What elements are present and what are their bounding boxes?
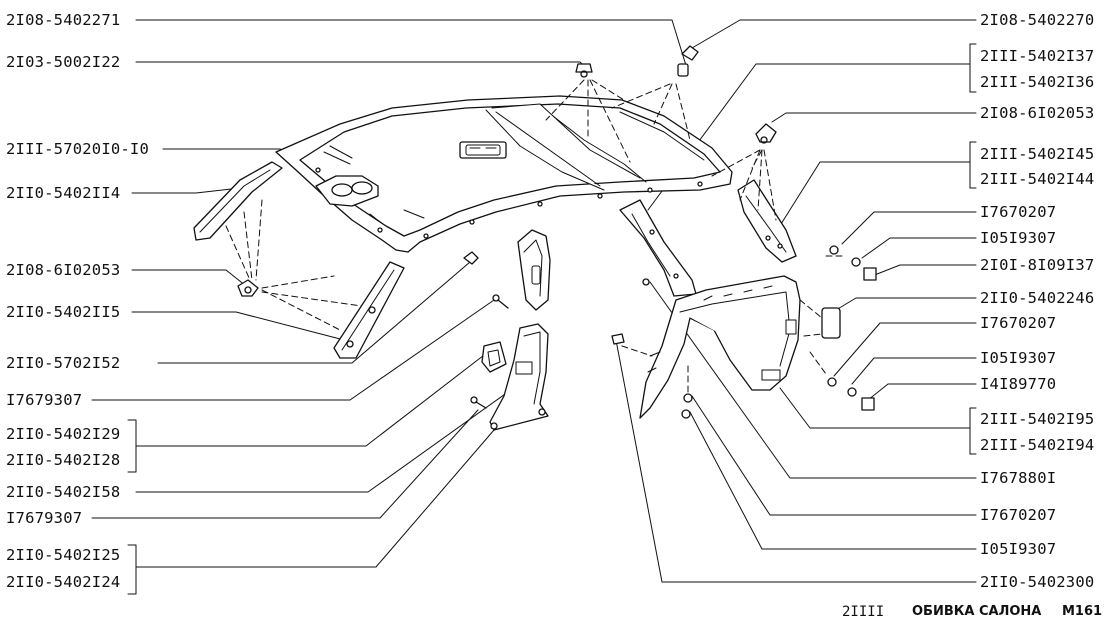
c-pillar-dashes bbox=[711, 149, 777, 221]
label-right-16: I767880I bbox=[980, 469, 1057, 487]
label-right-4: 2I08-6I02053 bbox=[980, 104, 1095, 122]
label-right-11: I7670207 bbox=[980, 314, 1057, 332]
c-pillar-trim-left bbox=[619, 199, 697, 297]
label-right-13: I4I89770 bbox=[980, 375, 1057, 393]
label-left-9: 2II0-5402I29 bbox=[6, 425, 121, 443]
right-brackets bbox=[969, 43, 977, 455]
label-right-18: I05I9307 bbox=[980, 540, 1057, 558]
label-right-17: I7670207 bbox=[980, 506, 1057, 524]
rear-dashes bbox=[621, 255, 845, 393]
footer-model: 2IIII bbox=[842, 604, 885, 620]
label-left-5: 2I08-6I02053 bbox=[6, 261, 121, 279]
label-right-5: 2III-5402I45 bbox=[980, 145, 1095, 163]
rear-quarter-panel bbox=[639, 275, 801, 419]
label-left-8: I7679307 bbox=[6, 391, 83, 409]
label-right-7: I7670207 bbox=[980, 203, 1057, 221]
label-right-8: I05I9307 bbox=[980, 229, 1057, 247]
label-left-3: 2III-57020I0-I0 bbox=[6, 140, 149, 158]
small-fasteners-right bbox=[611, 245, 877, 419]
label-left-7: 2II0-5702I52 bbox=[6, 354, 121, 372]
label-right-10: 2II0-5402246 bbox=[980, 289, 1095, 307]
b-pillar-lower-trim bbox=[489, 323, 549, 431]
label-right-6: 2III-5402I44 bbox=[980, 170, 1095, 188]
label-right-1: 2I08-5402270 bbox=[980, 11, 1095, 29]
belt-guide bbox=[481, 341, 507, 373]
side-cover bbox=[821, 307, 841, 339]
label-left-1: 2I08-5402271 bbox=[6, 11, 121, 29]
label-right-9: 2I0I-8I09I37 bbox=[980, 256, 1095, 274]
label-left-6: 2II0-5402II5 bbox=[6, 303, 121, 321]
label-left-4: 2II0-5402II4 bbox=[6, 184, 121, 202]
roof-dash-lines bbox=[545, 79, 691, 163]
leader-lines-right bbox=[615, 19, 977, 583]
small-clip-a bbox=[463, 251, 479, 265]
label-left-14: 2II0-5402I24 bbox=[6, 573, 121, 591]
b-pillar-upper-trim bbox=[517, 229, 551, 311]
roof-clips bbox=[575, 45, 699, 78]
c-pillar-clip bbox=[755, 123, 777, 144]
label-left-11: 2II0-5402I58 bbox=[6, 483, 121, 501]
label-right-14: 2III-5402I95 bbox=[980, 410, 1095, 428]
screw-b bbox=[470, 396, 487, 409]
label-left-12: I7679307 bbox=[6, 509, 83, 527]
front-pillar-trim bbox=[193, 161, 283, 241]
label-left-13: 2II0-5402I25 bbox=[6, 546, 121, 564]
label-left-2: 2I03-5002I22 bbox=[6, 53, 121, 71]
roof-headliner bbox=[275, 95, 733, 253]
front-pillar-dashes bbox=[225, 199, 377, 331]
footer-title: ОБИВКА САЛОНА bbox=[912, 604, 1042, 619]
label-right-12: I05I9307 bbox=[980, 349, 1057, 367]
left-brackets bbox=[127, 419, 137, 595]
label-right-19: 2II0-5402300 bbox=[980, 573, 1095, 591]
footer-code: М161 bbox=[1062, 604, 1103, 619]
a-pillar-lower-trim bbox=[333, 261, 405, 359]
clip-left bbox=[237, 279, 259, 297]
label-right-2: 2III-5402I37 bbox=[980, 47, 1095, 65]
c-pillar-trim-right bbox=[737, 179, 797, 263]
label-left-10: 2II0-5402I28 bbox=[6, 451, 121, 469]
label-right-3: 2III-5402I36 bbox=[980, 73, 1095, 91]
screw-a bbox=[492, 294, 509, 309]
label-right-15: 2III-5402I94 bbox=[980, 436, 1095, 454]
